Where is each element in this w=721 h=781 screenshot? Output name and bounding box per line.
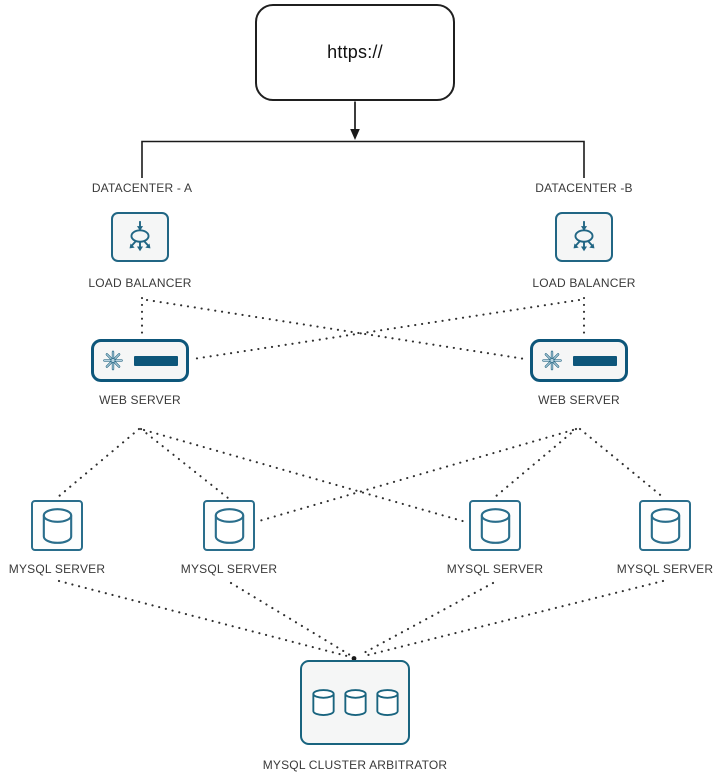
link-lb-a-web-b (145, 298, 527, 361)
network-hub-icon (103, 350, 123, 371)
server-bar (134, 355, 178, 366)
link-web-b-mysql-4 (578, 427, 666, 500)
load-balancer-a-label: LOAD BALANCER (88, 276, 192, 290)
link-mysql-2-arbitrator (229, 581, 352, 657)
server-bar (573, 355, 617, 366)
web-server-a-node (91, 339, 189, 382)
mysql-cluster-arbitrator-node (300, 660, 410, 745)
load-balancer-icon (573, 220, 595, 252)
database-cylinder-icon (311, 689, 335, 716)
load-balancer-b-node (555, 212, 613, 262)
mysql-server-3-label: MYSQL SERVER (446, 562, 544, 576)
link-web-b-mysql-2 (257, 428, 575, 523)
link-mysql-4-arbitrator (362, 579, 665, 658)
datacenter-split-connector (141, 140, 585, 178)
network-hub-icon (542, 350, 562, 371)
load-balancer-a-node (111, 212, 169, 262)
database-cylinder-icon (343, 689, 367, 716)
database-cylinder-icon (214, 507, 244, 544)
link-web-a-mysql-3 (142, 428, 468, 524)
link-lb-b-web-a (191, 298, 581, 361)
link-web-a-mysql-2 (139, 427, 230, 500)
datacenter-b-label: DATACENTER -B (535, 181, 633, 195)
mysql-server-4-label: MYSQL SERVER (616, 562, 714, 576)
database-cylinder-icon (480, 507, 510, 544)
link-web-b-mysql-3 (493, 427, 578, 499)
mysql-server-3-node (469, 500, 521, 551)
link-mysql-3-arbitrator (358, 581, 495, 657)
arbitrator-junction-dot (351, 656, 357, 661)
mysql-server-2-label: MYSQL SERVER (180, 562, 278, 576)
link-mysql-1-arbitrator (57, 579, 349, 658)
root-arrow (350, 101, 360, 140)
load-balancer-b-label: LOAD BALANCER (532, 276, 636, 290)
web-server-b-label: WEB SERVER (538, 393, 620, 407)
database-cylinder-icon (42, 507, 72, 544)
database-cylinder-icon (650, 507, 680, 544)
https-node: https:// (255, 4, 455, 101)
mysql-cluster-arbitrator-label: MYSQL CLUSTER ARBITRATOR (262, 758, 448, 772)
link-web-a-mysql-1 (56, 427, 141, 499)
mysql-server-4-node (639, 500, 691, 551)
datacenter-a-label: DATACENTER - A (91, 181, 193, 195)
web-server-a-label: WEB SERVER (99, 393, 181, 407)
web-server-b-node (530, 339, 628, 382)
mysql-server-1-node (31, 500, 83, 551)
https-label: https:// (327, 42, 383, 62)
database-cylinder-icon (375, 689, 399, 716)
load-balancer-icon (129, 220, 151, 252)
mysql-server-1-label: MYSQL SERVER (8, 562, 106, 576)
mysql-server-2-node (203, 500, 255, 551)
